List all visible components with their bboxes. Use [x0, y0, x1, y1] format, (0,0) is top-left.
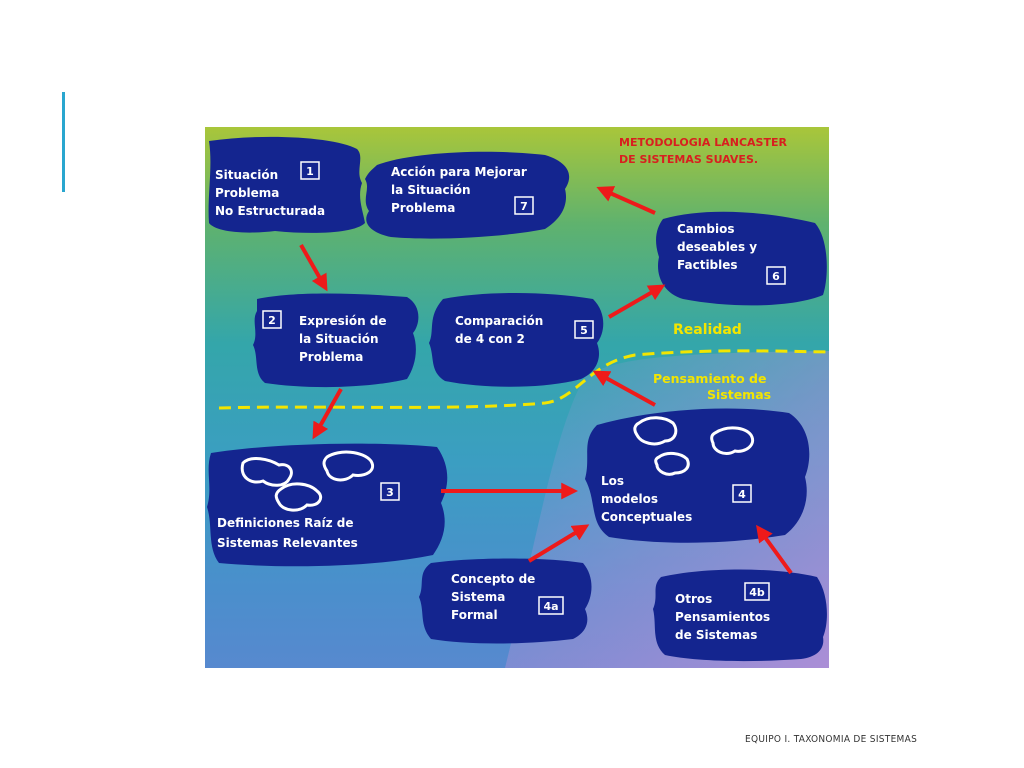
- blob-expresion-situacion: [253, 293, 419, 388]
- lancaster-ssm-diagram: METODOLOGIA LANCASTER DE SISTEMAS SUAVES…: [205, 127, 830, 668]
- node-label-line: Sistema: [451, 590, 505, 604]
- arrow-2-to-3: [312, 388, 343, 440]
- node-label-line: Otros: [675, 592, 712, 606]
- blob-cambios-deseables: [656, 211, 827, 306]
- node-number-box: [538, 596, 564, 615]
- node-number: 7: [520, 200, 528, 213]
- cloud-outline: [240, 457, 293, 487]
- blob-situacion-problema: [208, 136, 365, 233]
- node-number-box: [514, 196, 534, 215]
- node-label-line: Problema: [215, 186, 279, 200]
- region-label-realidad: Realidad: [673, 322, 742, 338]
- node-number-box: [262, 310, 282, 329]
- diagram-title-line-2: DE SISTEMAS SUAVES.: [619, 153, 758, 166]
- node-number-box: [732, 484, 752, 503]
- cloud-outline: [710, 426, 754, 455]
- node-label-line: Pensamientos: [675, 610, 770, 624]
- blob-definiciones-raiz: [207, 443, 448, 567]
- node-number-box: [744, 582, 770, 601]
- node-label-line: Cambios: [677, 222, 735, 236]
- node-7-accion-mejorar: Acción para Mejorar la Situación Problem…: [391, 165, 534, 215]
- node-label-line: Conceptuales: [601, 510, 692, 524]
- arrow-5-to-6: [608, 284, 666, 319]
- node-label-line: de 4 con 2: [455, 332, 525, 346]
- node-label-line: Definiciones Raíz de: [217, 516, 353, 530]
- blob-concepto-sistema: [419, 558, 592, 644]
- node-number: 6: [772, 270, 780, 283]
- node-4b-otros-pensamientos: 4b Otros Pensamientos de Sistemas: [675, 582, 770, 642]
- node-label-line: Factibles: [677, 258, 738, 272]
- arrow-4a-to-4: [527, 524, 590, 563]
- arrow-4-to-5: [592, 370, 656, 407]
- accent-bar: [62, 92, 65, 192]
- arrow-1-to-2: [299, 244, 328, 292]
- node-4-modelos-conceptuales: Los modelos Conceptuales 4: [601, 474, 752, 524]
- node-6-cambios-deseables: Cambios deseables y Factibles 6: [677, 222, 786, 285]
- diagram-title-line-1: METODOLOGIA LANCASTER: [619, 136, 787, 149]
- node-3-definiciones-raiz: 3 Definiciones Raíz de Sistemas Relevant…: [217, 482, 400, 550]
- node-label-line: Concepto de: [451, 572, 535, 586]
- cloud-outline: [322, 450, 374, 482]
- realidad-divider-line: [218, 349, 830, 410]
- node-label-line: de Sistemas: [675, 628, 757, 642]
- node-label-line: deseables y: [677, 240, 757, 254]
- node-number: 3: [386, 486, 394, 499]
- node-label-line: Problema: [299, 350, 363, 364]
- node-number: 5: [580, 324, 588, 337]
- node-number-box: [380, 482, 400, 501]
- node-label-line: Expresión de: [299, 314, 387, 328]
- node-number-box: [766, 266, 786, 285]
- node-1-situacion-problema: 1 Situación Problema No Estructurada: [215, 161, 325, 218]
- node-number-box: [574, 320, 594, 339]
- blob-otros-pensamientos: [653, 569, 827, 662]
- node-number: 4: [738, 488, 746, 501]
- footer-text: EQUIPO I. TAXONOMIA DE SISTEMAS: [745, 734, 918, 745]
- node-number: 1: [306, 165, 314, 178]
- node-2-expresion-situacion: 2 Expresión de la Situación Problema: [262, 310, 387, 364]
- node-label-line: Formal: [451, 608, 498, 622]
- cloud-outline: [654, 451, 690, 476]
- node-number: 4b: [749, 586, 765, 599]
- node-label-line: Los: [601, 474, 624, 488]
- arrow-4b-to-4: [756, 524, 793, 575]
- region-label-pensamiento-line-2: Sistemas: [707, 387, 771, 402]
- node-label-line: Situación: [215, 168, 278, 182]
- node-label-line: No Estructurada: [215, 204, 325, 218]
- node-label-line: Sistemas Relevantes: [217, 536, 358, 550]
- node-number: 2: [268, 314, 276, 327]
- node-label-line: la Situación: [391, 183, 471, 197]
- blob-accion-mejorar: [365, 151, 570, 239]
- node-4a-concepto-sistema: Concepto de Sistema Formal 4a: [451, 572, 564, 622]
- blob-comparacion: [429, 293, 604, 387]
- node-label-line: Problema: [391, 201, 455, 215]
- node-5-comparacion: Comparación de 4 con 2 5: [455, 314, 594, 346]
- cloud-outline: [633, 416, 678, 446]
- node-label-line: la Situación: [299, 332, 379, 346]
- node-label-line: Comparación: [455, 314, 543, 328]
- node-label-line: modelos: [601, 492, 658, 506]
- node-label-line: Acción para Mejorar: [391, 165, 527, 179]
- cloud-outline: [274, 482, 323, 512]
- node-number: 4a: [543, 600, 558, 613]
- node-number-box: [300, 161, 320, 180]
- region-label-pensamiento-line-1: Pensamiento de: [653, 371, 766, 386]
- arrow-6-to-7: [596, 186, 656, 215]
